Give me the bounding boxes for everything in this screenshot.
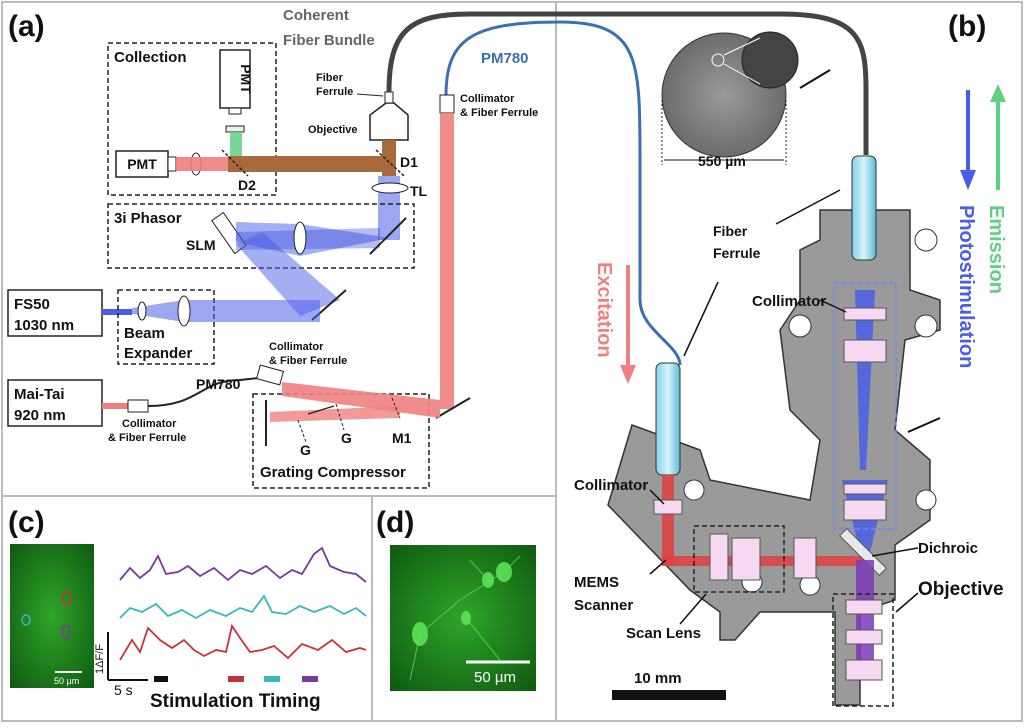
scale-bar xyxy=(612,690,726,700)
panel-d-letter: (d) xyxy=(376,506,414,539)
excitation-column xyxy=(440,113,454,409)
dff-label: 1ΔF/F xyxy=(94,644,106,674)
excitation-label: Excitation xyxy=(593,262,615,358)
objective-box-b xyxy=(832,593,894,707)
scale-bar-label: 10 mm xyxy=(634,670,682,687)
phasor-title: 3i Phasor xyxy=(114,210,182,227)
collimator-mid-1: Collimator xyxy=(269,341,324,353)
stim-timing-label: Stimulation Timing xyxy=(150,691,321,712)
maitai-box xyxy=(7,379,103,427)
stim-bar-purple xyxy=(302,676,318,682)
collimator-box-b xyxy=(833,282,897,530)
panel-c: (c) 50 µm 1ΔF/F 5 s Stimulation Timing xyxy=(8,506,367,712)
dichroic-plate xyxy=(838,527,888,577)
pm780-bottom-label: PM780 xyxy=(196,376,241,392)
panel-d-scale: 50 µm xyxy=(474,669,516,686)
trace-purple xyxy=(119,546,367,583)
pmt-top-label: PMT xyxy=(238,64,254,94)
maitai-line2: 920 nm xyxy=(14,407,66,424)
collection-box xyxy=(107,42,277,196)
fs50-box xyxy=(7,289,103,337)
collimator-left-b: Collimator xyxy=(574,477,648,494)
dichroic-label: Dichroic xyxy=(918,540,978,557)
d1-label: D1 xyxy=(400,154,418,170)
fiber-ferrule-a-2: Ferrule xyxy=(316,86,353,98)
collimator-top-1: Collimator xyxy=(460,93,515,105)
collimator-top-2: & Fiber Ferrule xyxy=(460,107,538,119)
collimator-mid-2: & Fiber Ferrule xyxy=(269,355,347,367)
time-scale-label: 5 s xyxy=(114,682,133,698)
coherent-bundle-2: Fiber Bundle xyxy=(283,32,375,49)
g2-label: G xyxy=(341,430,352,446)
phasor-lens xyxy=(293,221,307,255)
photostim-label: Photostimulation xyxy=(955,205,977,368)
panel-a-letter: (a) xyxy=(8,10,45,43)
beam-expander-box xyxy=(117,289,215,365)
bundle-scale-label: 550 µm xyxy=(698,153,746,169)
fiber-ferrule-b-1: Fiber xyxy=(713,223,748,239)
ferrule-top xyxy=(851,155,877,261)
d2-label: D2 xyxy=(238,177,256,193)
fiber-ferrule-a-1: Fiber xyxy=(316,72,344,84)
coherent-bundle-1: Coherent xyxy=(283,7,349,24)
brown-beam xyxy=(228,156,390,172)
pmt-top-box xyxy=(219,49,251,109)
tl-label: TL xyxy=(410,183,428,199)
coherent-fiber-bundle xyxy=(386,11,869,155)
panel-c-scale: 50 µm xyxy=(54,676,79,686)
collimator-top-b: Collimator xyxy=(752,293,826,310)
slm-element xyxy=(211,211,247,255)
fs50-line2: 1030 nm xyxy=(14,317,74,334)
panel-b-letter: (b) xyxy=(948,10,986,43)
collimator-bottom-1: Collimator xyxy=(122,418,177,430)
beam-expander-2: Expander xyxy=(124,345,193,362)
pm780-fiber-blue xyxy=(444,20,682,366)
red-beam-collection xyxy=(176,157,228,171)
objective-a-label: Objective xyxy=(308,124,358,136)
collection-title: Collection xyxy=(114,49,187,66)
panel-d: (d) 50 µm xyxy=(376,506,536,691)
pm780-top-label: PM780 xyxy=(481,50,529,67)
stim-bar-black xyxy=(154,676,168,682)
collimator-bottom-2: & Fiber Ferrule xyxy=(108,432,186,444)
trace-red xyxy=(119,623,367,661)
m1-label: M1 xyxy=(392,430,412,446)
mems-2: Scanner xyxy=(574,597,633,614)
g1-label: G xyxy=(300,442,311,458)
panel-b: (b) 550 µm Emission Photostimulation Exc… xyxy=(574,10,1007,707)
mems-1: MEMS xyxy=(574,574,619,591)
stim-bar-red xyxy=(228,676,244,682)
pmt-left-label: PMT xyxy=(127,156,157,172)
fs50-line1: FS50 xyxy=(14,296,50,313)
trace-cyan xyxy=(119,594,367,620)
stim-bar-cyan xyxy=(264,676,280,682)
objective-b-label: Objective xyxy=(918,579,1004,600)
beam-expander-1: Beam xyxy=(124,325,165,342)
grating-title: Grating Compressor xyxy=(260,464,406,481)
maitai-line1: Mai-Tai xyxy=(14,386,65,403)
objective-shape xyxy=(369,102,409,141)
fiber-ferrule-b-2: Ferrule xyxy=(713,245,761,261)
scan-lens-label: Scan Lens xyxy=(626,625,701,642)
panel-c-letter: (c) xyxy=(8,506,45,539)
slm-label: SLM xyxy=(186,237,216,253)
panel-a: (a) Collection PMT PMT D2 Fiber Ferrule … xyxy=(7,7,869,489)
scan-lens-box xyxy=(693,525,785,593)
emission-beam-a xyxy=(230,132,242,158)
ferrule-left xyxy=(655,362,681,476)
emission-label: Emission xyxy=(985,205,1007,294)
